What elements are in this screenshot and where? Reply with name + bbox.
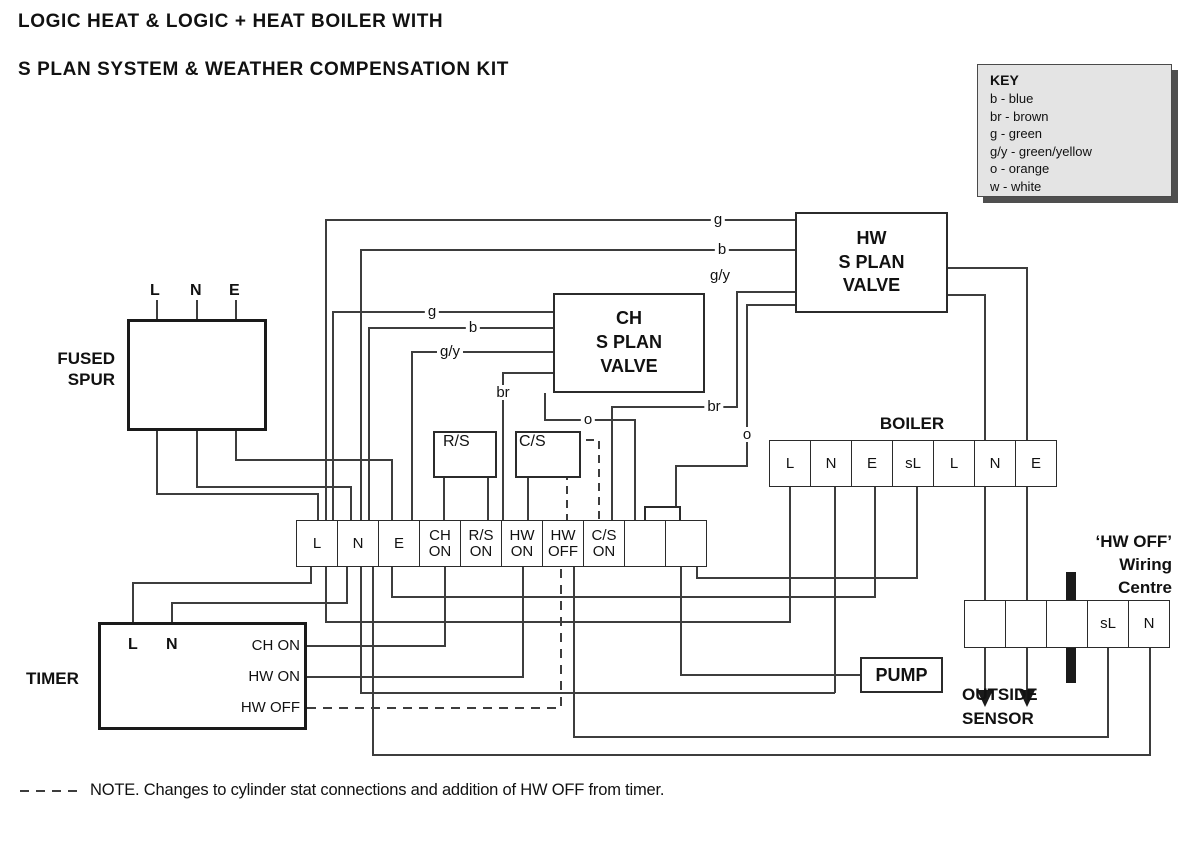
boiler-terminal-strip: L N E sL L N E xyxy=(769,440,1057,487)
timer-box xyxy=(98,622,307,730)
wire-label-br-ch: br xyxy=(493,385,513,400)
wire-hw-to-wc2 xyxy=(948,267,1028,600)
fused-spur-box xyxy=(127,319,267,431)
boiler-cell-n: N xyxy=(810,440,852,487)
timer-output-hw-on: HW ON xyxy=(248,668,300,685)
key-legend: KEY b - blue br - brown g - green g/y - … xyxy=(977,64,1172,197)
spur-terminal-l: L xyxy=(150,282,160,299)
wc-cell-blank xyxy=(1046,600,1088,648)
terminal-cell-n: N xyxy=(337,520,379,567)
boiler-cell-l: L xyxy=(769,440,811,487)
key-entry: br - brown xyxy=(990,108,1049,124)
room-stat-label: R/S xyxy=(443,433,470,450)
spur-terminal-e: E xyxy=(229,282,240,299)
boiler-cell-n2: N xyxy=(974,440,1016,487)
terminal-link xyxy=(644,506,681,522)
wire-o-hw xyxy=(675,304,795,520)
wiring-centre-strip: sL N xyxy=(964,600,1170,648)
wire-label-b-ch: b xyxy=(465,320,481,335)
wire-timer-l xyxy=(132,567,312,622)
boiler-cell-sl: sL xyxy=(892,440,934,487)
room-stat-box xyxy=(433,431,497,478)
wire-label-b-hw: b xyxy=(714,242,730,257)
wc-cell-blank xyxy=(964,600,1006,648)
wc-cell-sl: sL xyxy=(1087,600,1129,648)
boiler-cell-e: E xyxy=(851,440,893,487)
wire-timer-hwoff-dashed xyxy=(307,567,562,709)
wire-gy-br-hw xyxy=(611,291,795,520)
cylinder-stat-label: C/S xyxy=(519,433,546,450)
wires xyxy=(20,219,1151,792)
arrow-down-icon xyxy=(977,690,993,707)
timer-label: TIMER xyxy=(26,669,79,688)
key-entry: o - orange xyxy=(990,161,1050,176)
wire-label-gy-hw: g/y xyxy=(706,268,734,283)
wire-hw-to-wc1 xyxy=(948,294,986,600)
wire-g-hw xyxy=(325,219,795,520)
wire-timer-hwon xyxy=(307,567,524,678)
main-terminal-strip: L N E CH ON R/S ON HW ON HW OFF C/S ON xyxy=(296,520,707,567)
terminal-cell-hw-off: HW OFF xyxy=(542,520,584,567)
wire-b-hw xyxy=(360,249,795,520)
wire-n-to-wc-n xyxy=(372,567,1151,756)
pump-box: PUMP xyxy=(860,657,943,693)
key-heading: KEY xyxy=(990,72,1019,88)
cylinder-stat-box xyxy=(515,431,581,478)
wire-br-ch xyxy=(502,372,553,520)
terminal-cell-cs-on: C/S ON xyxy=(583,520,625,567)
wire-timer-chon xyxy=(307,567,446,647)
terminal-cell-blank xyxy=(624,520,666,567)
key-entry: g/y - green/yellow xyxy=(990,143,1092,159)
wire-label-o-ch: o xyxy=(580,412,596,427)
boiler-cell-e2: E xyxy=(1015,440,1057,487)
timer-terminal-n: N xyxy=(166,636,178,653)
terminal-cell-ch-on: CH ON xyxy=(419,520,461,567)
wire-boiler-sl xyxy=(696,487,918,579)
wire-g-ch xyxy=(332,311,553,520)
wire-pump xyxy=(680,567,860,676)
wc-cell-blank xyxy=(1005,600,1047,648)
timer-output-ch-on: CH ON xyxy=(251,637,300,654)
spur-terminal-n: N xyxy=(190,282,202,299)
wire-b-ch xyxy=(368,327,553,520)
wire-boiler-e xyxy=(391,487,876,598)
outside-sensor-label: OUTSIDE SENSOR xyxy=(962,685,1038,728)
wire-hwoff-to-wc-sl xyxy=(573,567,1109,738)
wire-label-g-ch: g xyxy=(424,304,440,319)
ch-splan-valve: CH S PLAN VALVE xyxy=(553,293,705,393)
page-title-line2: S PLAN SYSTEM & WEATHER COMPENSATION KIT xyxy=(18,59,509,80)
note-text: NOTE. Changes to cylinder stat connectio… xyxy=(90,781,665,799)
wire-label-br-hw: br xyxy=(704,399,724,414)
terminal-cell-rs-on: R/S ON xyxy=(460,520,502,567)
page-title-line1: LOGIC HEAT & LOGIC + HEAT BOILER WITH xyxy=(18,11,444,32)
key-entry: w - white xyxy=(990,178,1042,194)
fused-spur-label: FUSED SPUR xyxy=(57,349,115,389)
wiring-centre-title: ‘HW OFF’ Wiring Centre xyxy=(1095,532,1172,597)
wire-label-gy-ch: g/y xyxy=(436,344,464,359)
boiler-title: BOILER xyxy=(879,414,945,433)
wc-cell-n: N xyxy=(1128,600,1170,648)
wire-n-bus xyxy=(360,567,835,694)
wire-boiler-l xyxy=(325,487,791,623)
terminal-cell-e: E xyxy=(378,520,420,567)
boiler-cell-l2: L xyxy=(933,440,975,487)
terminal-cell-l: L xyxy=(296,520,338,567)
terminal-cell-blank xyxy=(665,520,707,567)
key-entry: g - green xyxy=(990,126,1043,141)
wire-label-o-hw: o xyxy=(739,427,755,442)
hw-splan-valve: HW S PLAN VALVE xyxy=(795,212,948,313)
wire-label-g-hw: g xyxy=(710,212,726,227)
wire-gy-ch xyxy=(411,351,553,520)
wc-divider-bar xyxy=(1066,572,1076,601)
wire-timer-n xyxy=(171,567,348,622)
key-entry: b - blue xyxy=(990,91,1034,106)
arrow-down-icon xyxy=(1019,690,1035,707)
terminal-cell-hw-on: HW ON xyxy=(501,520,543,567)
wc-divider-bar xyxy=(1066,647,1076,683)
timer-output-hw-off: HW OFF xyxy=(240,699,300,716)
timer-terminal-l: L xyxy=(128,636,138,653)
